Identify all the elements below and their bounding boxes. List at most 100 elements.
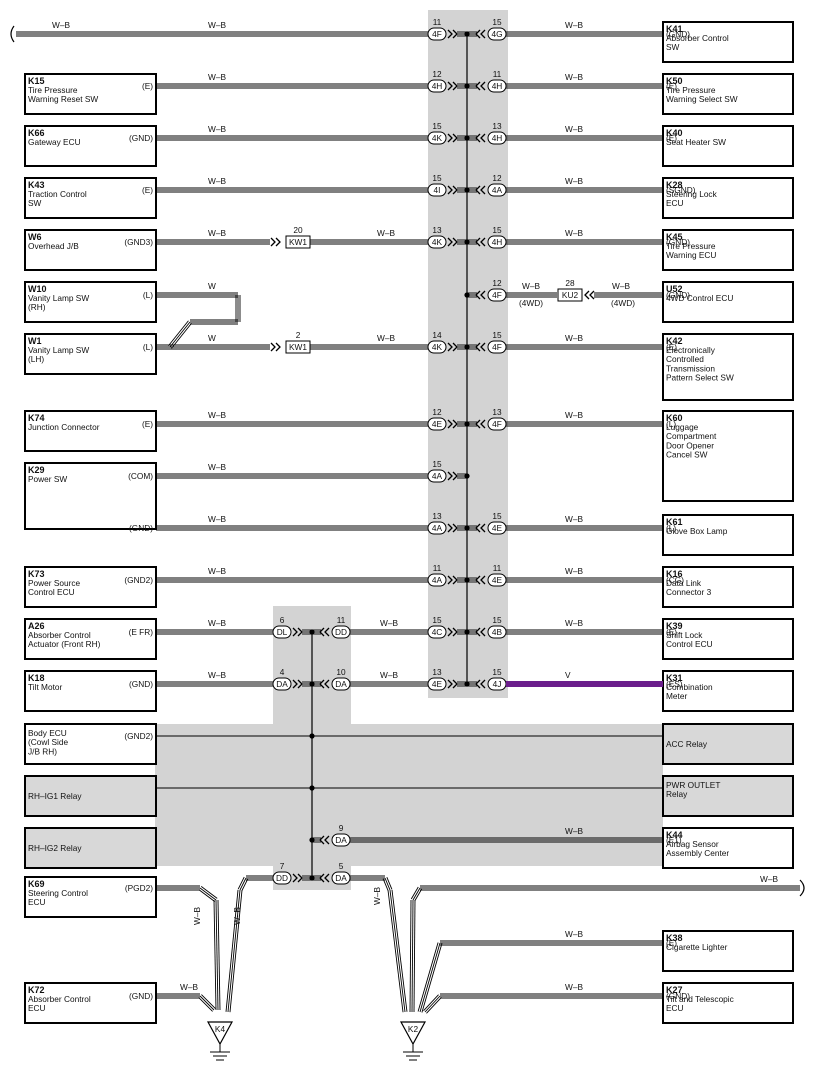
pin-label: (GND2) <box>124 575 153 585</box>
component-name: Body ECU <box>28 728 67 738</box>
jb-connector-9-right-pin-number: 15 <box>492 511 502 521</box>
ground-id: K4 <box>215 1024 226 1034</box>
jb-connector-6-right-pin-number: 15 <box>492 330 502 340</box>
junction-block-area-upper <box>428 10 508 698</box>
wire <box>310 239 428 245</box>
component-name: Actuator (Front RH) <box>28 639 101 649</box>
component-name: Tire Pressure <box>28 85 78 95</box>
component-box <box>24 125 157 167</box>
jb-connector-0-left-pin-number: 11 <box>433 17 442 27</box>
wire <box>198 994 216 1012</box>
wire <box>156 681 273 687</box>
jb-connector-3-left-pin-number: 15 <box>432 173 442 183</box>
component-name: Control ECU <box>28 587 75 597</box>
jb-connector-10-right-pin-number: 11 <box>493 563 502 573</box>
jb-connector-2-left-code: 4K <box>432 133 443 143</box>
arrow-stroke <box>480 290 486 300</box>
splice-node <box>464 31 470 37</box>
component-box <box>24 410 157 452</box>
arrow-stroke <box>447 342 453 352</box>
jb-connector-11-left-pin-number: 15 <box>432 615 442 625</box>
component-box <box>662 982 794 1024</box>
wire-strand <box>389 889 406 1013</box>
wire-label: W–B <box>565 618 583 628</box>
wire <box>506 577 663 583</box>
wire-strand <box>229 890 243 1013</box>
splice-node <box>309 837 315 843</box>
wire <box>156 187 428 193</box>
component-name: (Cowl Side <box>28 737 69 747</box>
ground-triangle <box>206 1021 234 1046</box>
component-name: Warning Reset SW <box>28 94 98 104</box>
inline-connector-kw1-pin-number: 20 <box>293 225 303 235</box>
wire-label: W–B <box>208 410 226 420</box>
component-id: K42 <box>666 336 683 346</box>
pin-label: (GND) <box>129 523 153 533</box>
ground-id: K2 <box>408 1024 419 1034</box>
component-id: K39 <box>666 621 683 631</box>
component-name: Vanity Lamp SW <box>28 293 89 303</box>
component-id: K50 <box>666 76 683 86</box>
lower-connector-0-left-pin-number: 6 <box>280 615 285 625</box>
component-name: Warning ECU <box>666 250 716 260</box>
pin-label: (L) <box>666 523 676 533</box>
jb-connector-4-right-code: 4H <box>492 237 503 247</box>
component-name: SW <box>666 42 680 52</box>
jb-connector-6-left-code: 4K <box>432 342 443 352</box>
wire-label: W–B <box>565 228 583 238</box>
component-name: 4WD Control ECU <box>666 293 733 303</box>
jb-connector-7-left-pin-number: 12 <box>432 407 442 417</box>
inline-connector-kw1-code: KW1 <box>289 237 307 247</box>
wire <box>246 875 273 881</box>
jb-connector-12-left-code: 4E <box>432 679 443 689</box>
component-k42: K42ElectronicallyControlledTransmissionP… <box>662 333 794 401</box>
wire-label: W–B <box>208 228 226 238</box>
lower-connector-1-right-code: DA <box>335 679 347 689</box>
arrow-stroke <box>447 575 453 585</box>
wire <box>506 187 663 193</box>
wire-label: W–B <box>208 124 226 134</box>
wire <box>156 629 273 635</box>
wire-strand <box>391 889 408 1012</box>
jb-connector-1-right-pin-number: 11 <box>493 69 502 79</box>
arrow-stroke <box>480 133 486 143</box>
pin-label: (GND) <box>129 991 153 1001</box>
wire-strand <box>413 900 416 1013</box>
arrow-stroke <box>292 873 298 883</box>
arrow-stroke <box>447 237 453 247</box>
pin-label: (GND) <box>666 237 690 247</box>
wire-label: W–B <box>52 20 70 30</box>
wire-label: W–B <box>208 670 226 680</box>
wire-label: W–B <box>565 514 583 524</box>
jb-connector-2-right-code: 4H <box>492 133 503 143</box>
wire <box>156 239 270 245</box>
pin-label: (GND) <box>666 290 690 300</box>
component-name: Luggage <box>666 422 699 432</box>
lower-connector-3-left-code: DD <box>276 873 288 883</box>
wire-top-in <box>16 31 428 37</box>
wire-label: W–B <box>380 618 398 628</box>
jb-connector-8-left-code: 4A <box>432 471 443 481</box>
wire <box>420 885 800 891</box>
jb-connector-7-right-pin-number: 13 <box>492 407 502 417</box>
wire-label: W <box>208 333 216 343</box>
splice-node <box>464 629 470 635</box>
arrow-stroke <box>324 873 330 883</box>
component-name: Overhead J/B <box>28 241 79 251</box>
component-id: K66 <box>28 128 45 138</box>
component-name: Cancel SW <box>666 450 708 460</box>
splice-node <box>464 292 470 298</box>
pin-label: (E1) <box>666 835 682 845</box>
wire-strand <box>200 886 218 899</box>
wire-label-4wd: (4WD) <box>519 298 543 308</box>
